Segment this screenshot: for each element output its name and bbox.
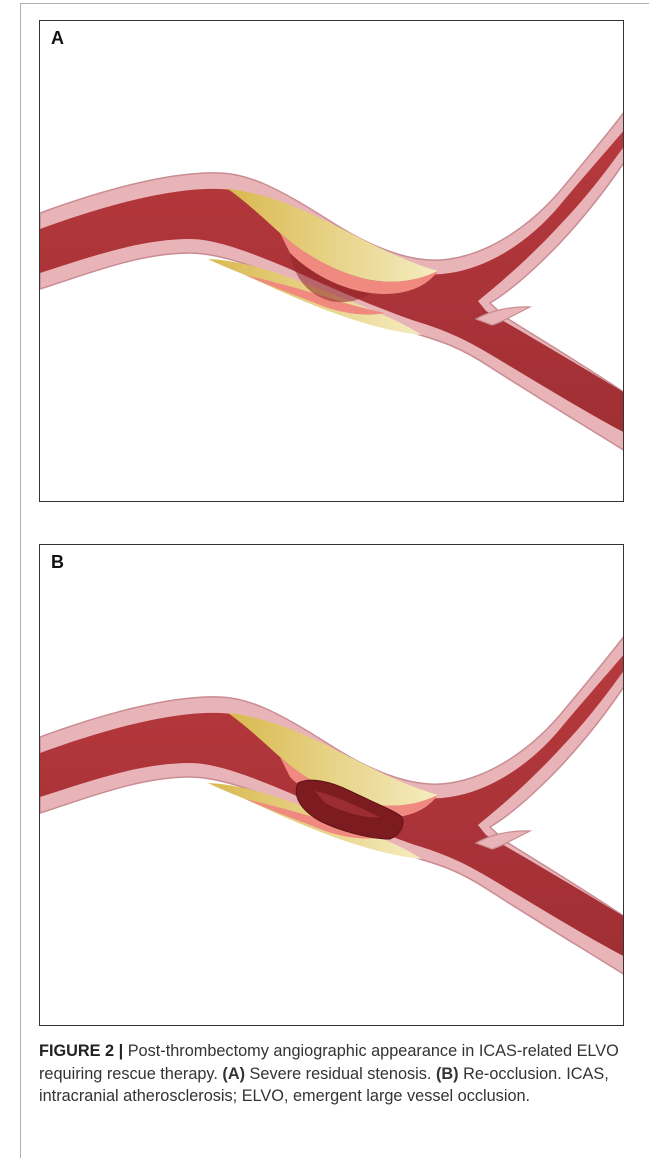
panel-b: B <box>39 544 624 1026</box>
caption-ref-a: (A) <box>222 1065 245 1083</box>
figure-caption: FIGURE 2 | Post-thrombectomy angiographi… <box>39 1040 639 1108</box>
figure-label: FIGURE 2 | <box>39 1042 123 1060</box>
caption-text-a: Severe residual stenosis. <box>245 1065 436 1083</box>
vessel-illustration-a <box>40 21 624 502</box>
panel-label-a: A <box>51 28 64 49</box>
panel-a: A <box>39 20 624 502</box>
panel-label-b: B <box>51 552 64 573</box>
vessel-illustration-b <box>40 545 624 1026</box>
caption-ref-b: (B) <box>436 1065 459 1083</box>
